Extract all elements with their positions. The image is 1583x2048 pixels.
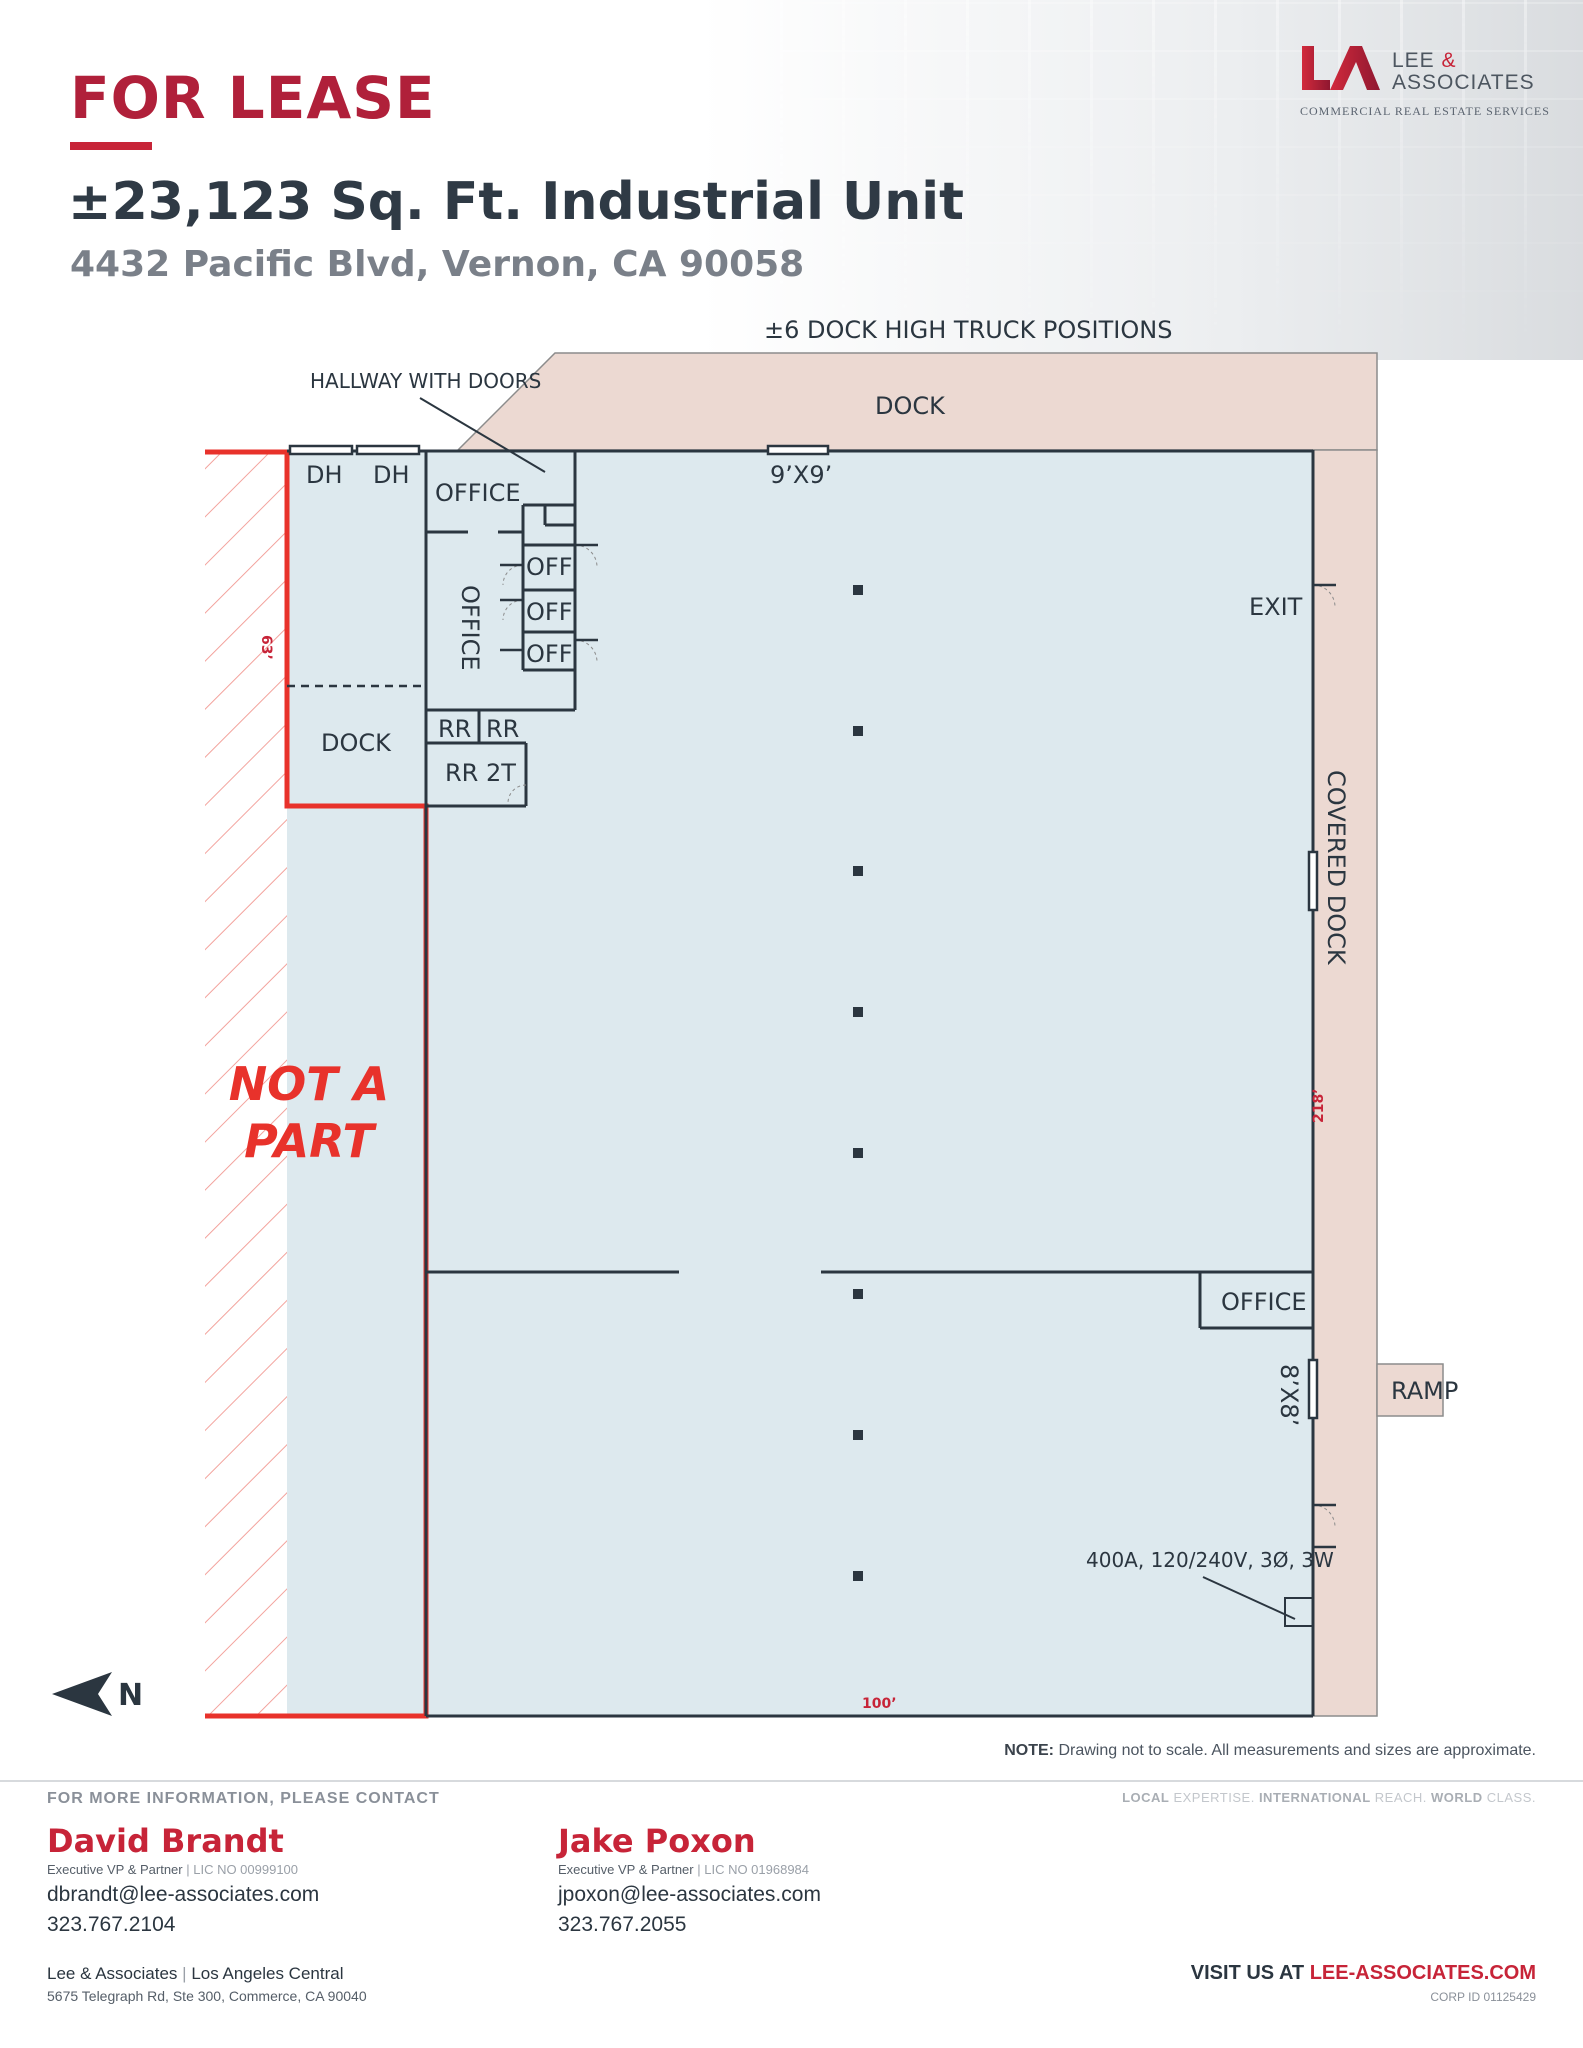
agent-phone-link[interactable]: 323.767.2104	[47, 1913, 176, 1936]
column-7	[853, 1430, 863, 1440]
agent-card-1: David Brandt Executive VP & Partner | LI…	[47, 1822, 547, 1937]
dock-top-label: DOCK	[875, 392, 946, 420]
dimension-218: 218’	[1311, 1088, 1327, 1123]
agent-email-link[interactable]: dbrandt@lee-associates.com	[47, 1883, 320, 1906]
drawing-note: NOTE: Drawing not to scale. All measurem…	[1004, 1742, 1536, 1759]
floor-plan: ±6 DOCK HIGH TRUCK POSITIONS HALLWAY WIT…	[52, 316, 1458, 1719]
covered-dock-label: COVERED DOCK	[1322, 770, 1350, 966]
north-arrow	[52, 1672, 112, 1716]
rr-label-2: RR	[486, 715, 519, 743]
column-4	[853, 1007, 863, 1017]
footer-divider	[0, 1780, 1583, 1782]
office-vertical-label: OFFICE	[456, 585, 484, 671]
logo-tagline: COMMERCIAL REAL ESTATE SERVICES	[1300, 104, 1550, 118]
header-background	[700, 0, 1583, 360]
brand-slogan: LOCAL EXPERTISE. INTERNATIONAL REACH. WO…	[1122, 1790, 1536, 1805]
office-top-label: OFFICE	[435, 479, 521, 507]
agent-name: Jake Poxon	[558, 1822, 756, 1860]
dimension-63: 63’	[258, 635, 274, 660]
not-a-part-label-2: PART	[244, 1114, 377, 1168]
website-link[interactable]: VISIT US AT LEE-ASSOCIATES.COM	[1190, 1962, 1536, 1984]
corp-id: CORP ID 01125429	[1430, 1990, 1536, 2004]
agent-name: David Brandt	[47, 1822, 284, 1860]
logo-mark-icon	[1302, 46, 1380, 90]
agent-title: Executive VP & Partner | LIC NO 00999100	[47, 1862, 299, 1877]
agent-phone-link[interactable]: 323.767.2055	[558, 1913, 687, 1936]
for-lease-heading: FOR LEASE	[70, 64, 436, 132]
covered-dock-strip	[1312, 449, 1378, 1717]
north-arrow-icon	[52, 1672, 112, 1716]
rr-label-1: RR	[438, 715, 471, 743]
door-right-label: 8’X8’	[1275, 1364, 1303, 1426]
dock-left-label: DOCK	[321, 729, 392, 757]
heading-accent-rule	[70, 142, 152, 150]
column-6	[853, 1289, 863, 1299]
column-3	[853, 866, 863, 876]
office-name: Lee & Associates | Los Angeles Central	[47, 1964, 344, 1983]
not-a-part-label-1: NOT A	[229, 1057, 390, 1111]
warehouse-floor	[287, 450, 1313, 1716]
column-2	[853, 726, 863, 736]
off-label-3: OFF	[526, 640, 573, 668]
dh-label-1: DH	[306, 461, 343, 489]
electrical-label: 400A, 120/240V, 3Ø, 3W	[1086, 1548, 1334, 1572]
page-title: ±23,123 Sq. Ft. Industrial Unit	[68, 172, 964, 232]
column-8	[853, 1571, 863, 1581]
logo-name-line2: ASSOCIATES	[1392, 71, 1535, 94]
lee-associates-logo: LEE & ASSOCIATES COMMERCIAL REAL ESTATE …	[1300, 44, 1549, 124]
header-warehouse-image	[780, 0, 1583, 340]
ramp-label: RAMP	[1391, 1377, 1458, 1405]
office-address: 5675 Telegraph Rd, Ste 300, Commerce, CA…	[47, 1988, 367, 2004]
agent-email-link[interactable]: jpoxon@lee-associates.com	[558, 1883, 821, 1906]
logo-name-line1: LEE &	[1392, 49, 1457, 72]
north-label: N	[118, 1678, 143, 1713]
ramp	[1376, 1363, 1444, 1417]
office-right-label: OFFICE	[1221, 1288, 1307, 1316]
column-1	[853, 585, 863, 595]
dh-label-2: DH	[373, 461, 410, 489]
column-5	[853, 1148, 863, 1158]
exit-label: EXIT	[1249, 593, 1303, 621]
dimension-100: 100’	[862, 1696, 897, 1712]
rr-2t-label: RR 2T	[445, 759, 516, 787]
door-top-label: 9’X9’	[770, 461, 832, 489]
off-label-1: OFF	[526, 553, 573, 581]
hallway-label: HALLWAY WITH DOORS	[310, 369, 541, 393]
not-a-part-boundary	[205, 449, 429, 1719]
contact-heading: FOR MORE INFORMATION, PLEASE CONTACT	[47, 1790, 440, 1807]
agent-title: Executive VP & Partner | LIC NO 01968984	[558, 1862, 810, 1877]
agent-card-2: Jake Poxon Executive VP & Partner | LIC …	[558, 1822, 1058, 1937]
dock-positions-label: ±6 DOCK HIGH TRUCK POSITIONS	[764, 316, 1172, 344]
off-label-2: OFF	[526, 598, 573, 626]
property-address: 4432 Pacific Blvd, Vernon, CA 90058	[70, 244, 805, 285]
